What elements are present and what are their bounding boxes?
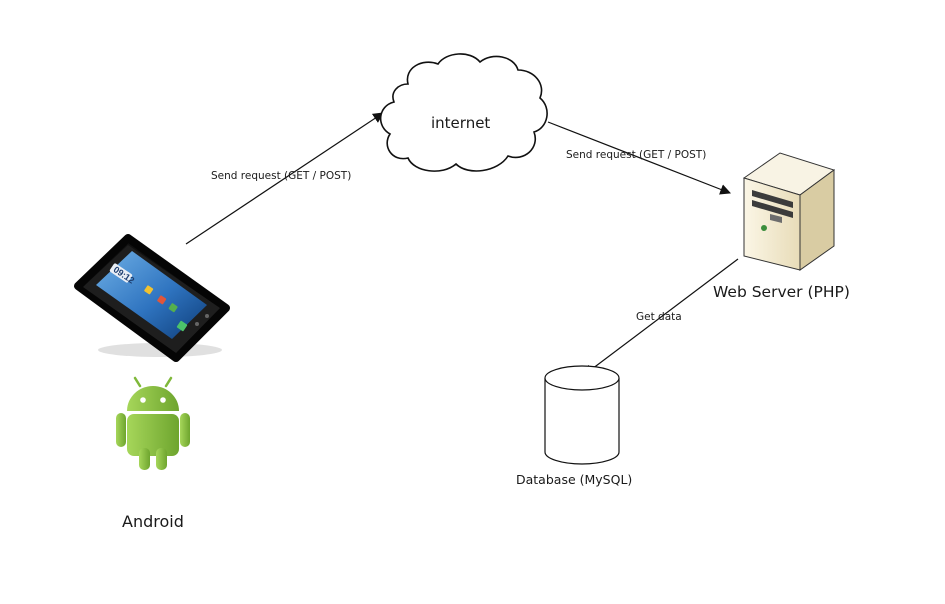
edge-cloud-to-server (547, 121, 732, 195)
edge-label-server-to-db: Get data (636, 311, 682, 323)
cloud-icon (379, 53, 548, 172)
edge-server-to-db (583, 258, 739, 376)
database-icon (544, 365, 620, 465)
edge-label-cloud-to-server: Send request (GET / POST) (566, 149, 707, 161)
database-label: Database (MySQL) (516, 472, 633, 487)
android-label: Android (122, 512, 184, 531)
android-phone-image: 09:12 (74, 234, 230, 362)
server-icon (742, 152, 836, 271)
server-label: Web Server (PHP) (713, 283, 850, 301)
edge-label-phone-to-cloud: Send request (GET / POST) (211, 170, 352, 182)
edge-phone-to-cloud (185, 112, 384, 245)
android-robot-icon (116, 376, 190, 470)
cloud-label: internet (431, 114, 491, 132)
